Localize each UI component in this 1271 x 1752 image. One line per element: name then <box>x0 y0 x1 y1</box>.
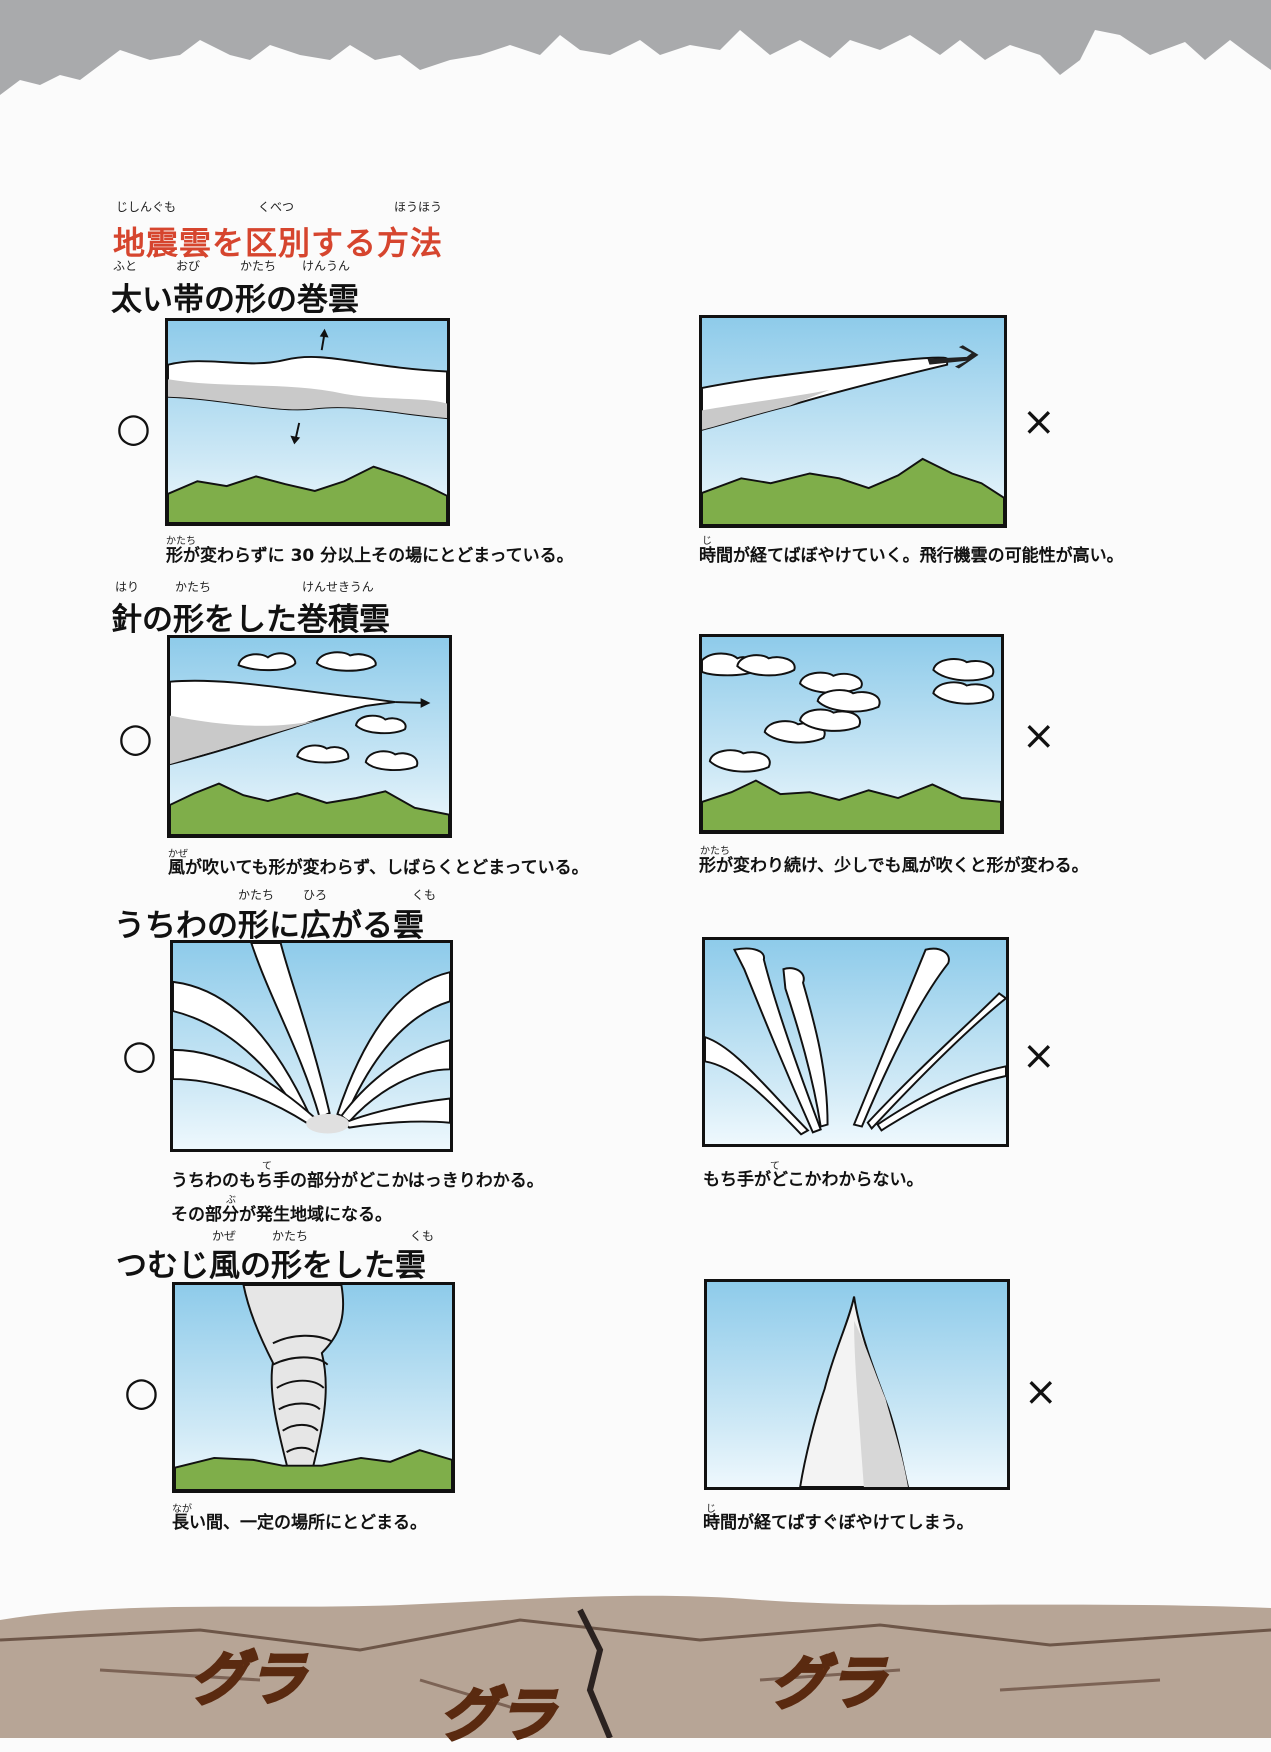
section-4-heading: つむじ風の形をした雲 <box>116 1248 426 1284</box>
s2-good-caption: 風が吹いても形が変わらず、しばらくとどまっている。 <box>168 858 589 878</box>
band-cloud-illustration <box>168 328 447 523</box>
s1-good-ruby: かたち <box>166 536 196 547</box>
s1-bad-mark: × <box>1022 399 1056 445</box>
s4-ruby-3: くも <box>410 1229 435 1243</box>
s2-ruby-1: はり <box>115 580 140 594</box>
s4-bad-mark: × <box>1024 1369 1058 1415</box>
s4-bad-panel <box>704 1279 1010 1490</box>
s1-good-caption: 形が変わらずに 30 分以上その場にとどまっている。 <box>166 546 574 566</box>
needle-cloud-illustration <box>170 651 449 835</box>
s2-good-ruby: かぜ <box>168 849 188 860</box>
s3-good-ruby: て <box>262 1161 272 1172</box>
s4-good-ruby: なが <box>172 1504 192 1515</box>
s3-bad-ruby: て <box>770 1161 780 1172</box>
section-2-heading: 針の形をした巻積雲 <box>111 602 390 638</box>
s4-good-caption: 長い間、一定の場所にとどまる。 <box>172 1513 427 1533</box>
s3-good-ruby2: ぶ <box>226 1195 236 1206</box>
s1-bad-caption: 時間が経てばぼやけていく。飛行機雲の可能性が高い。 <box>699 546 1124 566</box>
s3-ruby-2: ひろ <box>303 888 328 902</box>
s4-bad-caption: 時間が経てばすぐぼやけてしまう。 <box>703 1513 974 1533</box>
s4-ruby-2: かたち <box>272 1229 309 1243</box>
s1-ruby-3: かたち <box>240 259 277 273</box>
contrail-illustration <box>702 345 1004 525</box>
sfx-gura-2: グラ <box>438 1680 557 1751</box>
s1-ruby-1: ふと <box>113 259 138 273</box>
title-ruby-1: じしんぐも <box>116 200 177 214</box>
section-1-heading: 太い帯の形の巻雲 <box>111 282 359 318</box>
s2-good-panel <box>167 635 452 838</box>
s1-bad-ruby: じ <box>702 536 712 547</box>
title-ruby-3: ほうほう <box>394 200 443 214</box>
spike-cloud-illustration <box>799 1296 909 1487</box>
s3-good-caption2: その部分が発生地域になる。 <box>171 1205 392 1225</box>
fan-cloud-illustration <box>173 943 450 1134</box>
title-ruby-2: くべつ <box>258 200 295 214</box>
s2-bad-ruby: かたち <box>700 846 730 857</box>
s4-good-mark: ○ <box>124 1369 159 1415</box>
s4-bad-ruby: じ <box>706 1504 716 1515</box>
s2-ruby-2: かたち <box>175 580 212 594</box>
s3-good-panel <box>170 940 453 1152</box>
s2-good-mark: ○ <box>118 715 153 761</box>
s2-bad-panel <box>699 634 1004 834</box>
scattered-clouds-illustration <box>702 652 1001 831</box>
s1-good-mark: ○ <box>116 405 151 451</box>
s3-bad-panel <box>702 937 1009 1147</box>
sfx-gura-1: グラ <box>188 1644 307 1715</box>
s3-bad-caption: もち手がどこかわからない。 <box>703 1170 924 1190</box>
page-title: 地震雲を区別する方法 <box>113 224 444 262</box>
s4-ruby-1: かぜ <box>212 1229 237 1243</box>
section-3-heading: うちわの形に広がる雲 <box>114 908 424 944</box>
s3-ruby-3: くも <box>412 888 437 902</box>
s1-good-panel <box>165 318 450 526</box>
s2-bad-mark: × <box>1022 713 1056 759</box>
s3-good-mark: ○ <box>122 1032 157 1078</box>
top-mountain-band <box>0 0 1271 120</box>
s4-good-panel <box>172 1282 455 1493</box>
sfx-gura-3: グラ <box>768 1648 887 1719</box>
s2-ruby-3: けんせきうん <box>302 580 374 594</box>
s1-bad-panel <box>699 315 1007 528</box>
s1-ruby-2: おび <box>176 259 201 273</box>
s3-bad-mark: × <box>1022 1033 1056 1079</box>
cracked-ground-band <box>0 1595 1271 1738</box>
scattered-streaks-illustration <box>705 947 1006 1136</box>
s3-ruby-1: かたち <box>238 888 275 902</box>
s2-bad-caption: 形が変わり続け、少しでも風が吹くと形が変わる。 <box>699 856 1089 876</box>
s3-good-caption: うちわのもち手の部分がどこかはっきりわかる。 <box>171 1171 544 1191</box>
s1-ruby-4: けんうん <box>302 259 351 273</box>
whirlwind-cloud-illustration <box>175 1285 452 1490</box>
